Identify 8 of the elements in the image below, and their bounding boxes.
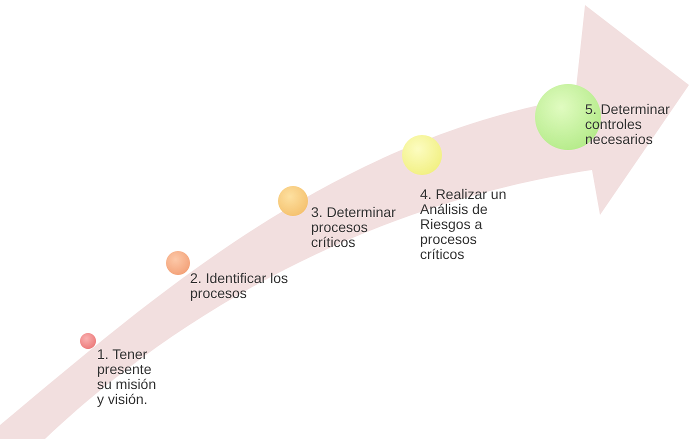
step-label: 3. Determinar procesos críticos (311, 205, 397, 250)
step-label: 5. Determinar controles necesarios (585, 102, 671, 147)
step-circle (80, 333, 96, 349)
step-circle (278, 186, 308, 216)
step-label: 1. Tener presente su misión y visión. (97, 347, 157, 407)
step-label: 2. Identificar los procesos (190, 271, 290, 301)
step-label: 4. Realizar un Análisis de Riesgos a procesos críticos (420, 187, 508, 262)
step-circle (166, 251, 190, 275)
